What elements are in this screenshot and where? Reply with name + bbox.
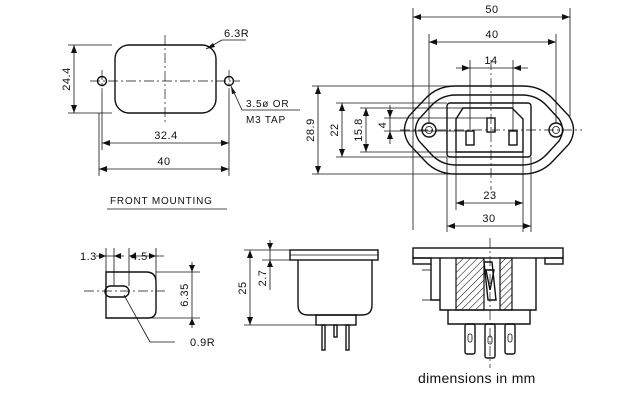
flange-view: 50 40 14 23 30 28.9 — [305, 4, 582, 232]
front-mounting-view: 24.4 32.4 40 6.3R 3.5ø OR M3 TAP FRONT M… — [61, 28, 300, 210]
terminal-dim-slot-radius: 0.9R — [190, 337, 215, 349]
terminal-dim-tab-length: 6.35 — [179, 283, 191, 306]
flange-dim-body-outer: 30 — [482, 213, 495, 225]
terminal-dim-tab-width: 4.5 — [131, 251, 148, 263]
front-dim-corner-radius: 6.3R — [224, 28, 249, 40]
units-note: dimensions in mm — [418, 370, 536, 386]
side-dim-flange-thickness: 2.7 — [257, 270, 269, 287]
flange-dim-body-height: 22 — [329, 123, 341, 136]
section-hatched-wall — [455, 257, 485, 311]
side-body — [297, 260, 373, 316]
section-terminal-right — [504, 323, 516, 355]
section-terminal-left — [464, 323, 476, 355]
pin-right — [508, 130, 518, 146]
front-hole-note-line2: M3 TAP — [246, 115, 286, 126]
flange-dim-overall-height: 28.9 — [305, 118, 317, 141]
panel-cutout — [114, 44, 217, 114]
side-pin-right — [345, 324, 350, 351]
front-dim-height: 24.4 — [61, 67, 73, 90]
pin-left — [465, 130, 475, 146]
flange-dim-hole-spacing: 40 — [485, 29, 498, 41]
section-terminal-center — [484, 323, 496, 359]
terminal-slot — [104, 285, 130, 298]
side-pin-left — [321, 324, 326, 351]
terminal-detail-view: 1.3 4.5 6.35 0.9R — [80, 248, 215, 349]
flange-dim-overall-width: 50 — [485, 4, 498, 16]
front-dim-hole-spacing: 32.4 — [154, 130, 177, 142]
front-mounting-caption: FRONT MOUNTING — [110, 196, 213, 207]
flange-dim-pin-spacing: 14 — [484, 55, 497, 67]
flange-dim-body-inner: 23 — [483, 190, 496, 202]
front-hole-note-line1: 3.5ø OR — [246, 99, 289, 110]
flange-dim-pin-offset: 4 — [377, 122, 389, 129]
front-dim-overall-width: 40 — [157, 156, 170, 168]
section-view — [412, 238, 564, 368]
side-dim-depth: 25 — [237, 281, 249, 294]
terminal-dim-slot-width: 1.3 — [80, 251, 97, 263]
side-view: 25 2.7 — [237, 240, 379, 351]
terminal-tab — [105, 271, 157, 319]
flange-dim-inner-height: 15.8 — [353, 118, 365, 141]
